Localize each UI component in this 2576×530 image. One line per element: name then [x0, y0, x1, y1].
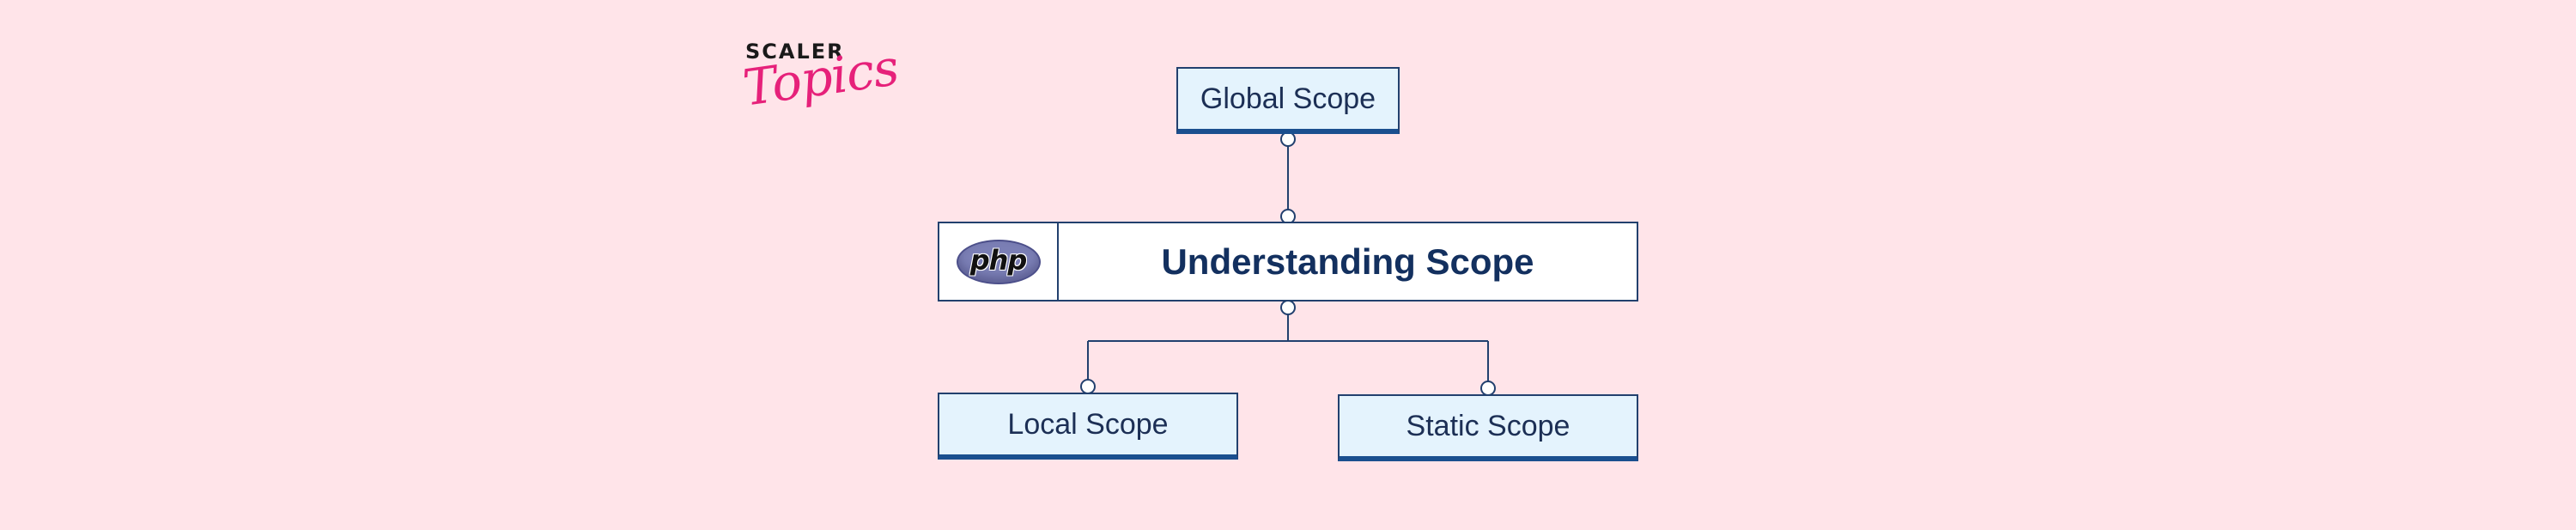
connector-dot-center-bottom — [1280, 300, 1296, 315]
node-global-scope: Global Scope — [1176, 67, 1400, 134]
node-static-scope: Static Scope — [1338, 394, 1638, 461]
node-local-scope-label: Local Scope — [1007, 407, 1169, 441]
php-logo-text: php — [969, 243, 1028, 277]
connector-dot-static-top — [1480, 381, 1496, 396]
connector-dot-global-bottom — [1280, 131, 1296, 147]
node-global-scope-label: Global Scope — [1200, 82, 1376, 115]
node-static-scope-label: Static Scope — [1406, 409, 1571, 442]
connector-dot-local-top — [1080, 379, 1096, 394]
scaler-topics-logo: SCALER Topics — [739, 38, 902, 134]
center-title: Understanding Scope — [1161, 241, 1534, 282]
node-understanding-scope: php Understanding Scope — [938, 222, 1638, 302]
node-local-scope: Local Scope — [938, 393, 1238, 460]
php-logo-icon: php — [956, 239, 1041, 284]
logo-wordmark: SCALER — [745, 40, 845, 64]
php-icon-cell: php — [939, 223, 1059, 300]
